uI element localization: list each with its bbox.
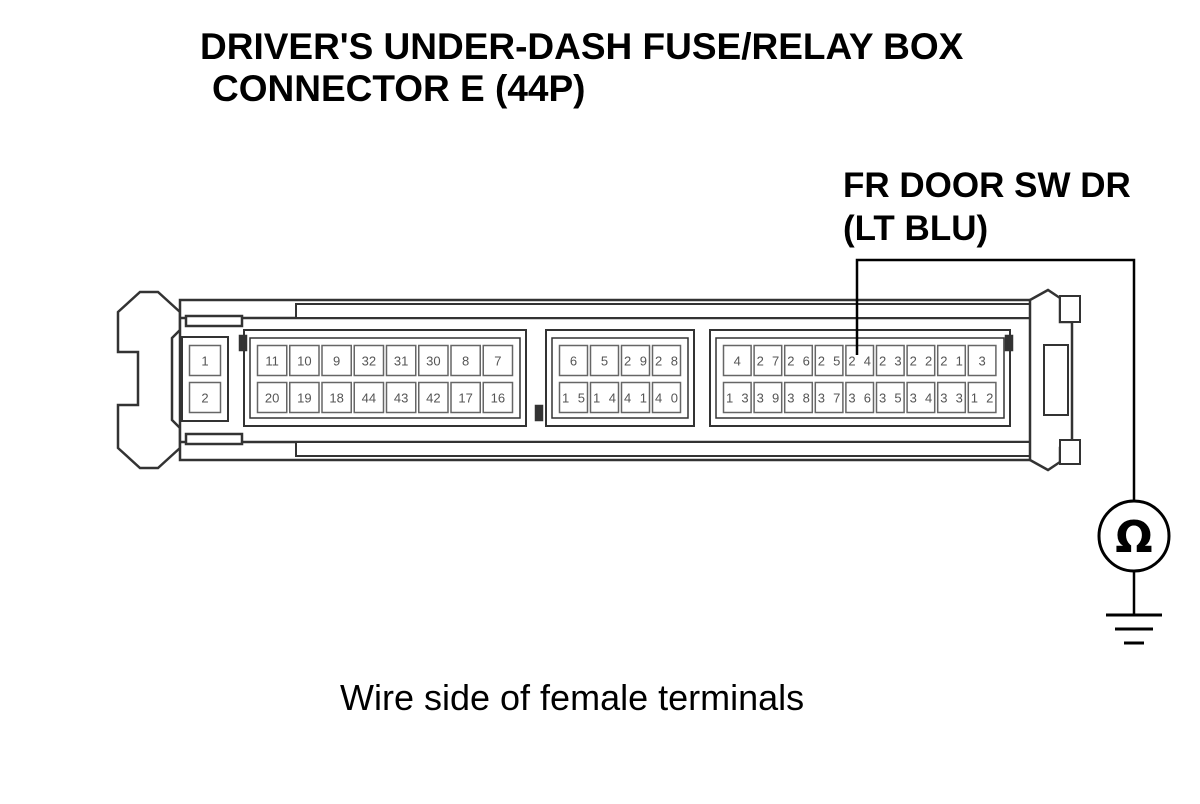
terminal-43 [385, 381, 417, 414]
terminal-label-32: 32 [362, 354, 376, 369]
terminal-label-18: 18 [329, 391, 343, 406]
terminal-label-19: 19 [297, 391, 311, 406]
wire-label-circuit: FR DOOR SW DR [843, 166, 1131, 205]
terminal-26 [783, 344, 814, 377]
terminal-24 [845, 344, 875, 377]
terminal-label-4: 4 [734, 354, 741, 369]
terminal-23 [875, 344, 905, 377]
terminal-label-42: 42 [426, 391, 440, 406]
svg-text:Ω: Ω [1115, 512, 1152, 563]
terminal-17 [450, 381, 481, 414]
terminal-28 [651, 344, 682, 377]
terminal-label-17: 17 [458, 391, 472, 406]
terminal-14 [589, 381, 620, 414]
ground-symbol-icon [1106, 613, 1162, 645]
terminal-2 [188, 381, 222, 414]
terminal-7 [482, 344, 514, 377]
terminal-29 [620, 344, 651, 377]
terminal-18 [321, 381, 352, 414]
terminal-6 [558, 344, 589, 377]
terminal-30 [418, 344, 449, 377]
connector-housing [116, 288, 1081, 472]
terminal-19 [289, 381, 320, 414]
terminal-label-9: 9 [333, 354, 340, 369]
wire-label-color: (LT BLU) [843, 209, 989, 248]
terminal-32 [353, 344, 385, 377]
terminal-9 [321, 344, 352, 377]
terminal-44 [353, 381, 385, 414]
terminal-33 [936, 381, 967, 414]
terminal-22 [906, 344, 936, 377]
terminal-34 [906, 381, 936, 414]
terminal-40 [651, 381, 682, 414]
terminal-12 [967, 381, 997, 414]
terminal-31 [385, 344, 417, 377]
terminal-13 [722, 381, 752, 414]
terminal-42 [418, 381, 449, 414]
diagram-title-line1: DRIVER'S UNDER-DASH FUSE/RELAY BOX [200, 26, 964, 67]
probe-wire [855, 258, 1136, 502]
diagram-title-line2: CONNECTOR E (44P) [212, 68, 586, 109]
terminal-4 [722, 344, 752, 377]
terminal-label-20: 20 [265, 391, 279, 406]
terminal-label-8: 8 [462, 354, 469, 369]
terminal-label-2: 2 [201, 391, 208, 406]
terminal-label-6: 6 [570, 354, 577, 369]
terminal-8 [450, 344, 481, 377]
terminal-20 [256, 381, 288, 414]
terminal-21 [936, 344, 967, 377]
terminal-label-11: 11 [265, 354, 279, 369]
terminal-16 [482, 381, 514, 414]
terminal-5 [589, 344, 620, 377]
terminal-1 [188, 344, 222, 377]
terminal-15 [558, 381, 589, 414]
terminal-label-31: 31 [394, 354, 408, 369]
terminal-label-43: 43 [394, 391, 408, 406]
terminal-10 [289, 344, 320, 377]
terminal-label-3: 3 [978, 354, 985, 369]
terminal-25 [814, 344, 844, 377]
terminal-label-30: 30 [426, 354, 440, 369]
terminal-label-44: 44 [362, 391, 376, 406]
terminal-41 [620, 381, 651, 414]
terminal-label-16: 16 [491, 391, 505, 406]
terminal-36 [845, 381, 875, 414]
terminal-11 [256, 344, 288, 377]
terminal-27 [753, 344, 783, 377]
terminal-3 [967, 344, 997, 377]
terminal-label-10: 10 [297, 354, 311, 369]
terminal-38 [783, 381, 814, 414]
ohmmeter-icon: Ω [1097, 499, 1171, 573]
terminal-37 [814, 381, 844, 414]
diagram-caption: Wire side of female terminals [340, 677, 805, 718]
terminal-label-7: 7 [494, 354, 501, 369]
terminal-35 [875, 381, 905, 414]
terminal-label-5: 5 [601, 354, 608, 369]
terminal-39 [753, 381, 783, 414]
terminal-label-1: 1 [201, 354, 208, 369]
